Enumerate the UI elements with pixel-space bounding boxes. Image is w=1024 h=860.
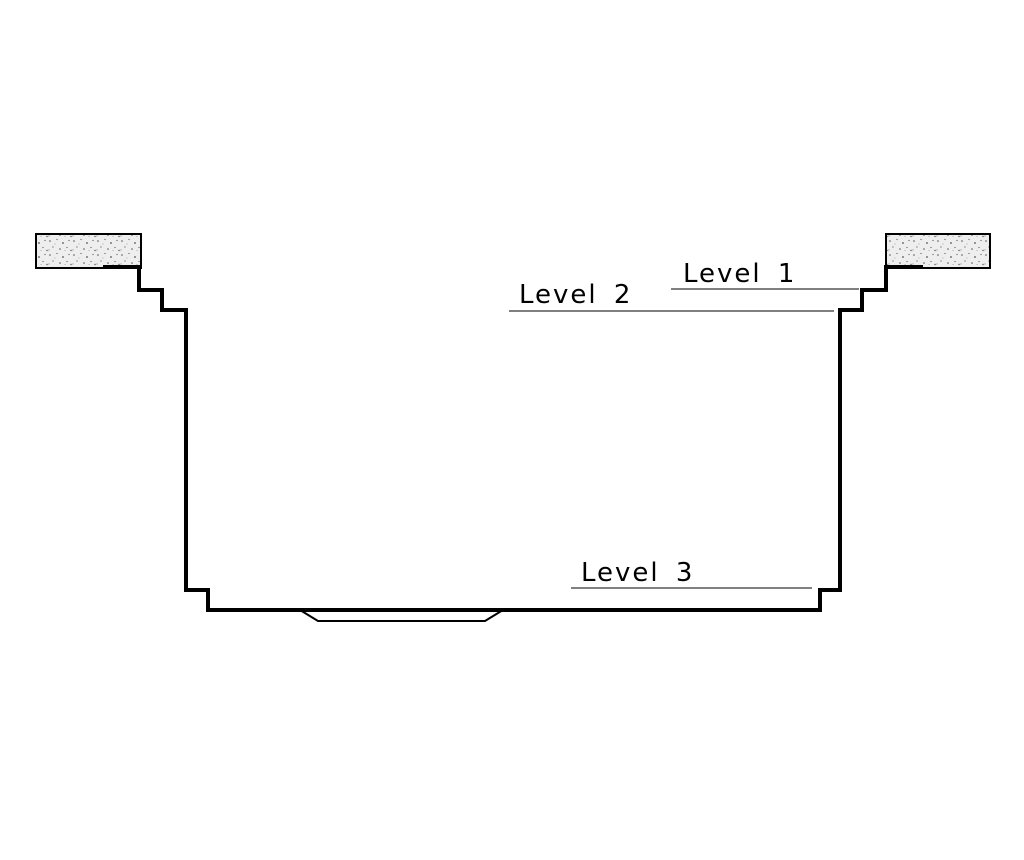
level-2-label: Level 2 [519, 280, 632, 310]
level-1-label: Level 1 [683, 259, 796, 289]
right-coping-slab [885, 233, 991, 269]
main-drain-sump [299, 609, 504, 622]
pool-outline [103, 265, 923, 612]
level-3-label: Level 3 [581, 558, 694, 588]
left-coping-slab [35, 233, 142, 269]
